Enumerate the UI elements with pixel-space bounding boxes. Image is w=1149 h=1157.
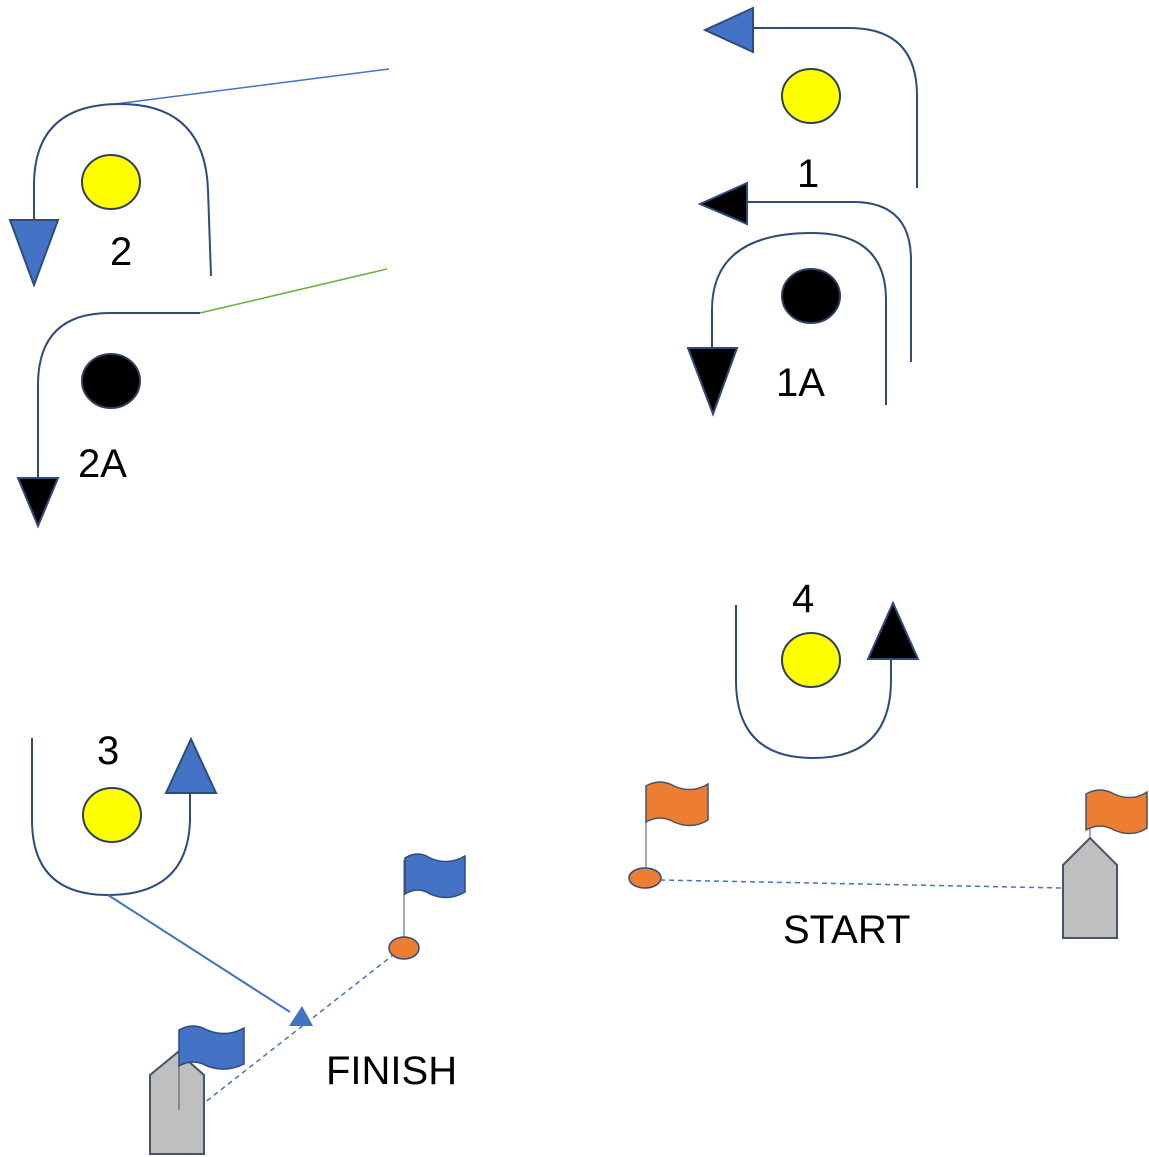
finish-approach-arrowhead bbox=[289, 1006, 313, 1026]
mark-2a-label: 2A bbox=[78, 442, 127, 486]
start-pin-buoy bbox=[628, 867, 662, 889]
start-line bbox=[659, 879, 1064, 889]
mark-1-arrowhead-blue bbox=[702, 6, 754, 54]
mark-2-yellow-buoy bbox=[81, 154, 141, 210]
mark-1-yellow-buoy bbox=[781, 68, 841, 124]
finish-line bbox=[203, 947, 403, 1104]
start-line-group: START bbox=[628, 781, 1148, 952]
mark-1a-arrowhead-black-left bbox=[697, 181, 748, 226]
mark-2a-rounding-path bbox=[37, 312, 200, 478]
mark-2-arrowhead-blue bbox=[8, 219, 60, 288]
finish-approach bbox=[107, 894, 313, 1026]
mark-3-group: 3 bbox=[31, 729, 218, 897]
mark-1a-group: 1A bbox=[686, 181, 912, 417]
mark-4-arrowhead-black bbox=[866, 600, 920, 660]
mark-2-rounding-path bbox=[33, 102, 212, 277]
mark-1a-rounding-path bbox=[711, 231, 887, 405]
finish-pin-buoy bbox=[388, 936, 420, 960]
mark-4-rounding-path bbox=[735, 605, 892, 760]
mark-1a-black-buoy bbox=[781, 268, 841, 324]
mark-2-approach-line bbox=[114, 68, 390, 105]
mark-4-yellow-buoy bbox=[781, 632, 841, 688]
start-label: START bbox=[783, 908, 910, 952]
mark-2a-approach-line bbox=[199, 268, 388, 314]
start-boat-flag-icon bbox=[1085, 789, 1148, 835]
mark-1a-label: 1A bbox=[776, 361, 825, 405]
mark-2a-black-buoy bbox=[81, 353, 141, 409]
finish-label: FINISH bbox=[326, 1049, 457, 1093]
mark-1a-arrowhead-black-down bbox=[686, 347, 739, 417]
mark-4-group: 4 bbox=[735, 577, 920, 760]
mark-3-yellow-buoy bbox=[82, 787, 142, 843]
mark-4-label: 4 bbox=[792, 577, 814, 621]
mark-2a-group: 2A bbox=[16, 268, 388, 529]
finish-pin-flag-icon bbox=[404, 853, 466, 899]
mark-2-label: 2 bbox=[110, 230, 132, 274]
mark-3-label: 3 bbox=[97, 729, 119, 773]
mark-1-label: 1 bbox=[797, 152, 819, 196]
mark-1-rounding-path bbox=[752, 27, 918, 188]
mark-3-arrowhead-blue bbox=[164, 736, 218, 794]
mark-1-group: 1 bbox=[702, 6, 918, 196]
mark-2a-arrowhead-black bbox=[16, 477, 60, 529]
finish-boat-flag-icon bbox=[178, 1025, 245, 1070]
start-pin-flag-icon bbox=[645, 781, 709, 827]
finish-committee-boat bbox=[149, 1050, 205, 1155]
start-committee-boat bbox=[1062, 836, 1118, 939]
finish-line-group: FINISH bbox=[149, 853, 466, 1155]
mark-1a-approach-path bbox=[746, 201, 912, 362]
finish-approach-line bbox=[107, 894, 291, 1013]
mark-2-group: 2 bbox=[8, 68, 390, 288]
